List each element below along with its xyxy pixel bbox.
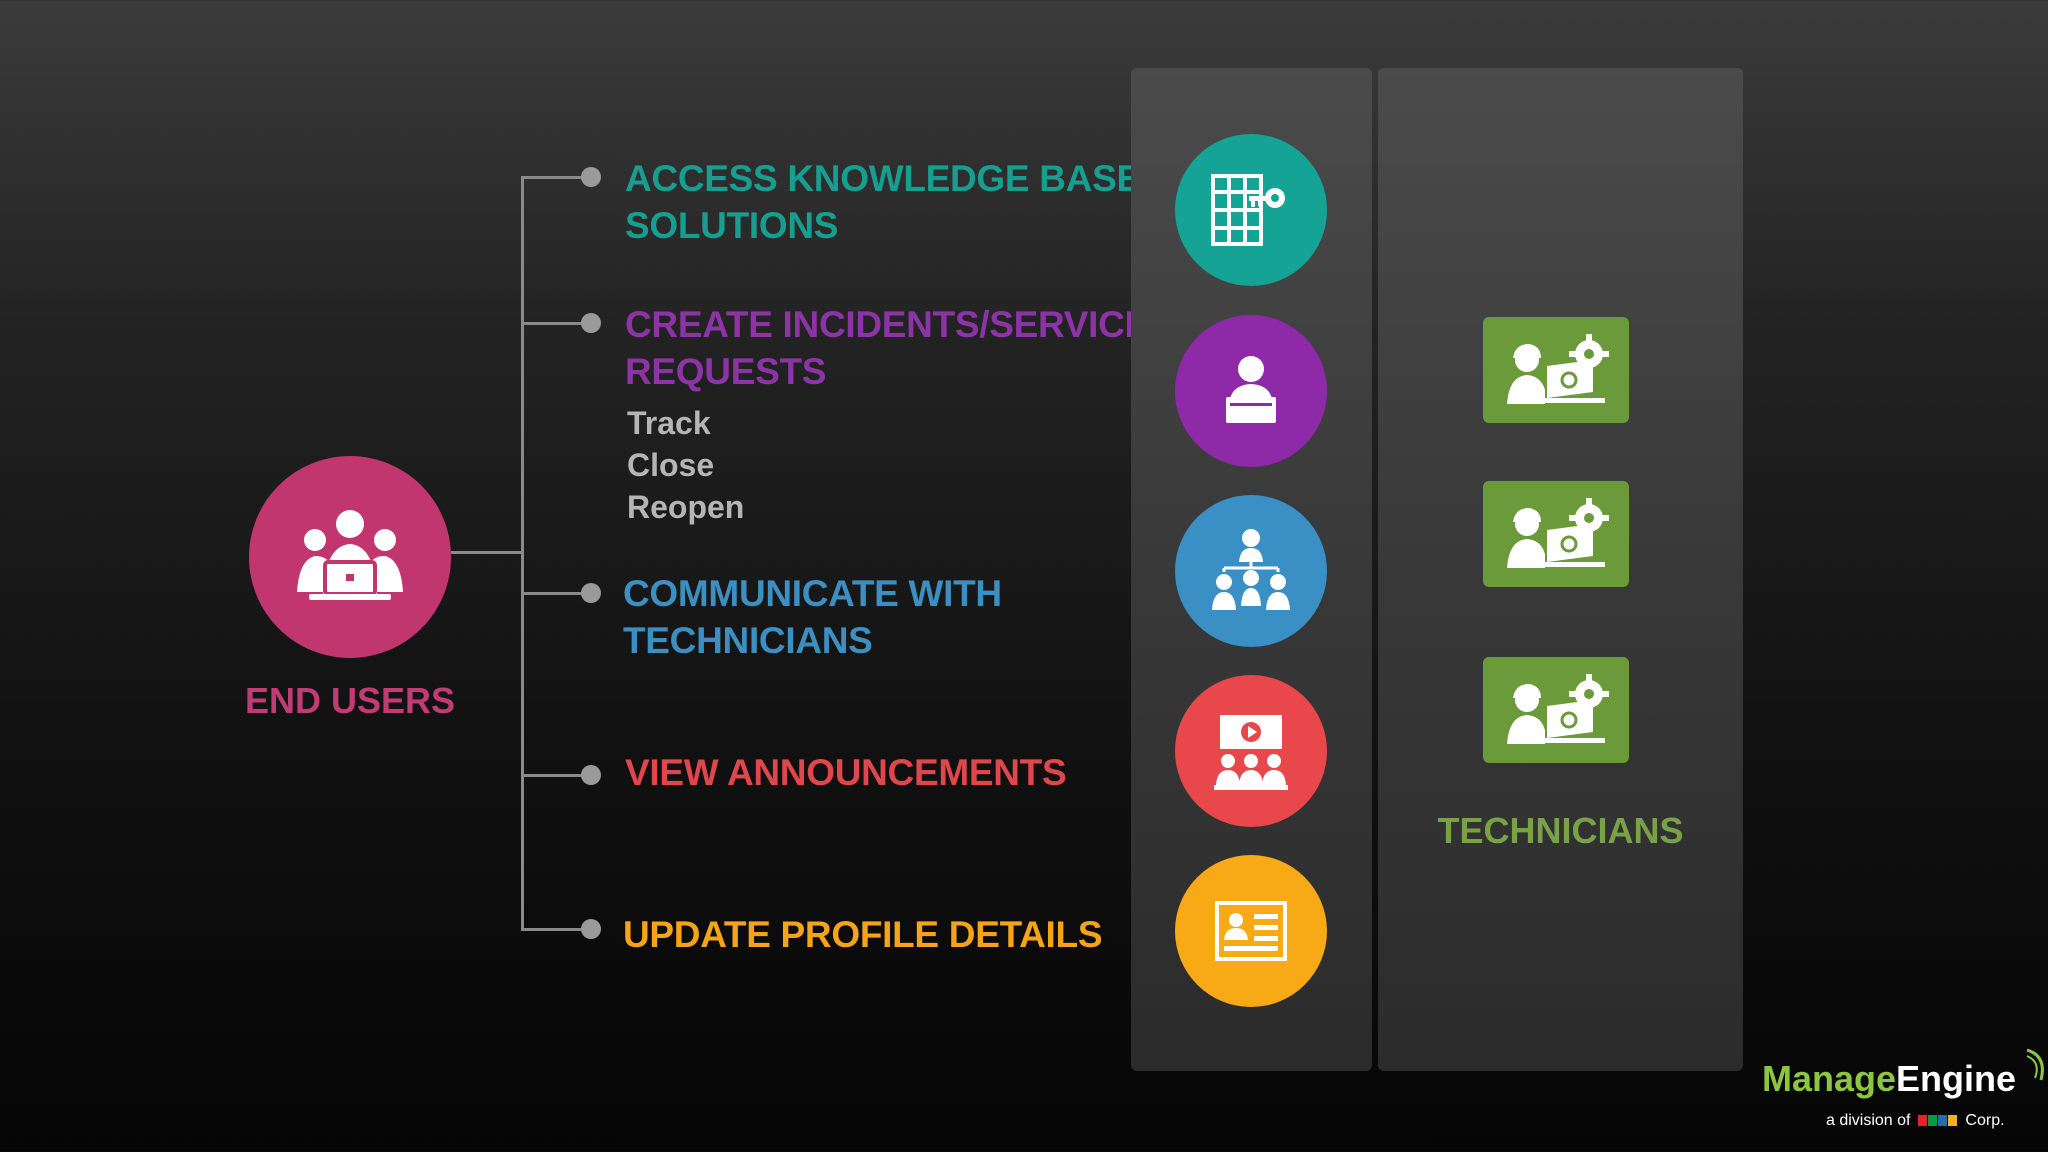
- team-communication-icon: [1175, 495, 1327, 647]
- feature-update-profile: UPDATE PROFILE DETAILS: [623, 914, 1103, 955]
- connector-branch: [521, 322, 593, 325]
- connector-dot: [581, 583, 601, 603]
- feature-create-incidents: CREATE INCIDENTS/SERVICE REQUESTS: [625, 304, 1149, 392]
- sub-item-close: Close: [627, 447, 715, 483]
- end-users-label: END USERS: [244, 680, 456, 721]
- connector-branch: [521, 928, 593, 931]
- technician-icon: [1483, 481, 1629, 587]
- connector-dot: [581, 313, 601, 333]
- sub-item-reopen: Reopen: [627, 489, 745, 525]
- connector-stem: [451, 551, 523, 554]
- user-request-icon: [1175, 315, 1327, 467]
- feature-announcements: VIEW ANNOUNCEMENTS: [625, 752, 1067, 793]
- feature-sub-actions: Track Close Reopen: [627, 402, 744, 528]
- feature-knowledge-base: ACCESS KNOWLEDGE BASE SOLUTIONS: [625, 158, 1141, 246]
- connector-dot: [581, 765, 601, 785]
- announcement-presentation-icon: [1175, 675, 1327, 827]
- logo-brand-part1: Manage: [1762, 1058, 1897, 1099]
- technician-icon: [1483, 657, 1629, 763]
- technicians-label: TECHNICIANS: [1437, 810, 1684, 851]
- connector-branch: [521, 176, 593, 179]
- connector-dot: [581, 919, 601, 939]
- zoho-logo: [1917, 1112, 1962, 1129]
- feature-communicate: COMMUNICATE WITH TECHNICIANS: [623, 573, 1002, 661]
- connector-branch: [521, 592, 593, 595]
- logo-tagline: a division of Corp.: [1826, 1112, 2005, 1129]
- manageengine-logo: ManageEngine: [1762, 1048, 2044, 1100]
- connector-branch: [521, 774, 593, 777]
- logo-arc-icon: [2026, 1048, 2044, 1081]
- technician-icon: [1483, 317, 1629, 423]
- end-users-icon: [249, 456, 451, 658]
- connector-dot: [581, 167, 601, 187]
- logo-brand-part2: Engine: [1896, 1058, 2017, 1099]
- profile-card-icon: [1175, 855, 1327, 1007]
- connector-trunk: [521, 176, 524, 930]
- knowledge-base-icon: [1175, 134, 1327, 286]
- sub-item-track: Track: [627, 405, 711, 441]
